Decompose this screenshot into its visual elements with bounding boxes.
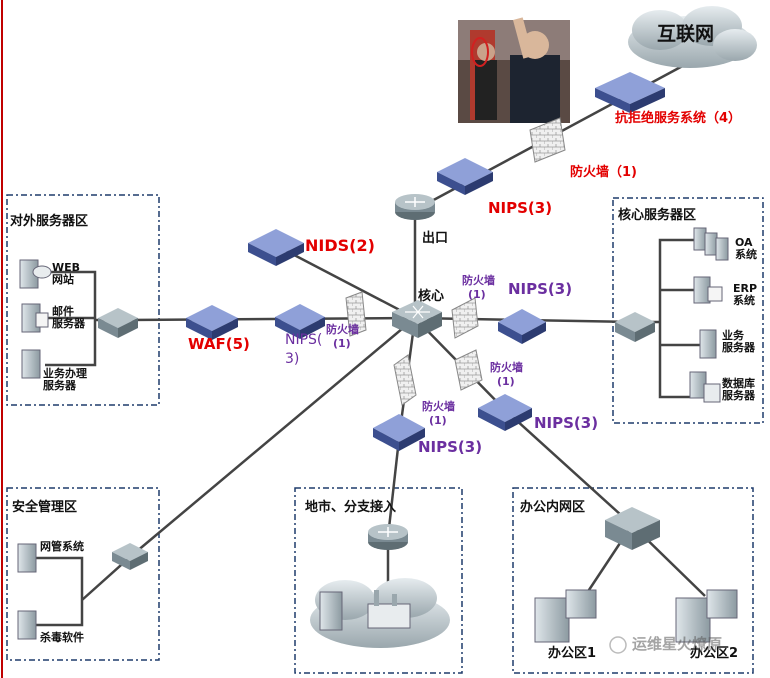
nms-label: 网管系统 xyxy=(40,540,84,553)
firewall-left-label-b: (1) xyxy=(333,337,351,350)
internet-cloud xyxy=(628,6,757,68)
internet-label: 互联网 xyxy=(657,23,715,45)
firewall-center-label-b: (1) xyxy=(468,288,486,301)
nips-lower-right-label: NIPS(3) xyxy=(534,414,599,432)
office-building-1-icon xyxy=(534,589,597,643)
zone-branch-title: 地市、分支接入 xyxy=(305,500,397,515)
nips-right-label: NIPS(3) xyxy=(508,280,573,298)
firewall-center-icon xyxy=(451,297,479,339)
branch-router-icon xyxy=(368,524,408,550)
firewall-center-label-a: 防火墙 xyxy=(462,274,495,287)
zone-security-box xyxy=(6,487,160,661)
watermark-text: 运维星火燎原 xyxy=(632,635,723,653)
web-server-icon xyxy=(19,259,52,289)
firewall-left-icon xyxy=(345,291,367,337)
exit-router-icon xyxy=(395,194,435,220)
anti-ddos-label: 抗拒绝服务系统（4） xyxy=(615,111,742,126)
mail-server-label: 邮件 服务器 xyxy=(52,305,85,331)
nms-server-icon xyxy=(17,543,37,573)
antivirus-label: 杀毒软件 xyxy=(40,631,84,644)
erp-label: ERP 系统 xyxy=(733,282,758,308)
zone-branch-box xyxy=(294,487,463,674)
firewall-bottom-icon xyxy=(393,354,417,406)
waf-icon xyxy=(186,305,238,340)
web-server-label: WEB 网站 xyxy=(52,261,81,287)
nids-label: NIDS(2) xyxy=(305,236,375,255)
db-server-label: 数据库 服务器 xyxy=(722,377,755,403)
zone-core-servers-box xyxy=(612,197,764,424)
zone-office-box xyxy=(512,487,754,674)
nips-top-icon xyxy=(437,158,493,195)
zone-office-title: 办公内网区 xyxy=(520,500,586,515)
nips-lower-right-icon xyxy=(478,394,532,431)
business-server-label: 业务办理 服务器 xyxy=(43,367,87,393)
office-building-2-icon xyxy=(675,589,738,643)
waf-label: WAF(5) xyxy=(188,335,250,353)
watermark-icon xyxy=(609,636,627,654)
core-label: 核心 xyxy=(418,289,445,304)
firewall-bottom-label-a: 防火墙 xyxy=(422,400,455,413)
nips-bottom-label: NIPS(3) xyxy=(418,438,483,456)
firewall-top-label: 防火墙（1) xyxy=(570,165,637,180)
firewall-left-label-a: 防火墙 xyxy=(326,323,359,336)
oa-server-icon xyxy=(693,227,729,261)
branch-cloud-icon xyxy=(310,578,450,648)
app-server-icon xyxy=(699,329,717,359)
nips-right-icon xyxy=(498,309,546,344)
firewall-lower-right-icon xyxy=(454,349,483,391)
app-server-label: 业务 服务器 xyxy=(722,329,755,355)
zone-core-servers-title: 核心服务器区 xyxy=(618,208,697,223)
firewall-lower-right-label-b: (1) xyxy=(497,375,515,388)
db-server-icon xyxy=(689,371,721,403)
nips-left-label-b: 3) xyxy=(285,351,300,367)
zone-external-box xyxy=(6,194,160,406)
anti-ddos-device-icon xyxy=(595,72,665,113)
business-server-icon xyxy=(21,349,41,379)
zone-external-title: 对外服务器区 xyxy=(10,214,89,229)
core-switch-icon xyxy=(392,300,442,338)
nips-left-icon xyxy=(275,304,325,339)
security-switch-icon xyxy=(112,543,148,570)
erp-server-icon xyxy=(693,276,723,304)
firewall-lower-right-label-a: 防火墙 xyxy=(490,361,523,374)
photo xyxy=(458,17,570,123)
firewall-bottom-label-b: (1) xyxy=(429,414,447,427)
nips-top-label: NIPS(3) xyxy=(488,199,553,217)
oa-label: OA 系统 xyxy=(735,236,757,262)
office-2-label: 办公区2 xyxy=(690,646,739,661)
firewall-top-icon xyxy=(529,117,566,163)
mail-server-icon xyxy=(21,303,49,333)
core-zone-switch-icon xyxy=(615,312,655,342)
nips-left-label-a: NIPS( xyxy=(285,332,323,348)
office-switch-icon xyxy=(605,507,660,550)
nids-icon xyxy=(248,229,304,266)
antivirus-server-icon xyxy=(17,610,37,640)
zone-security-title: 安全管理区 xyxy=(12,500,78,515)
exit-label: 出口 xyxy=(422,231,449,246)
office-1-label: 办公区1 xyxy=(548,646,597,661)
external-switch-icon xyxy=(98,308,138,338)
nips-bottom-icon xyxy=(373,414,425,451)
